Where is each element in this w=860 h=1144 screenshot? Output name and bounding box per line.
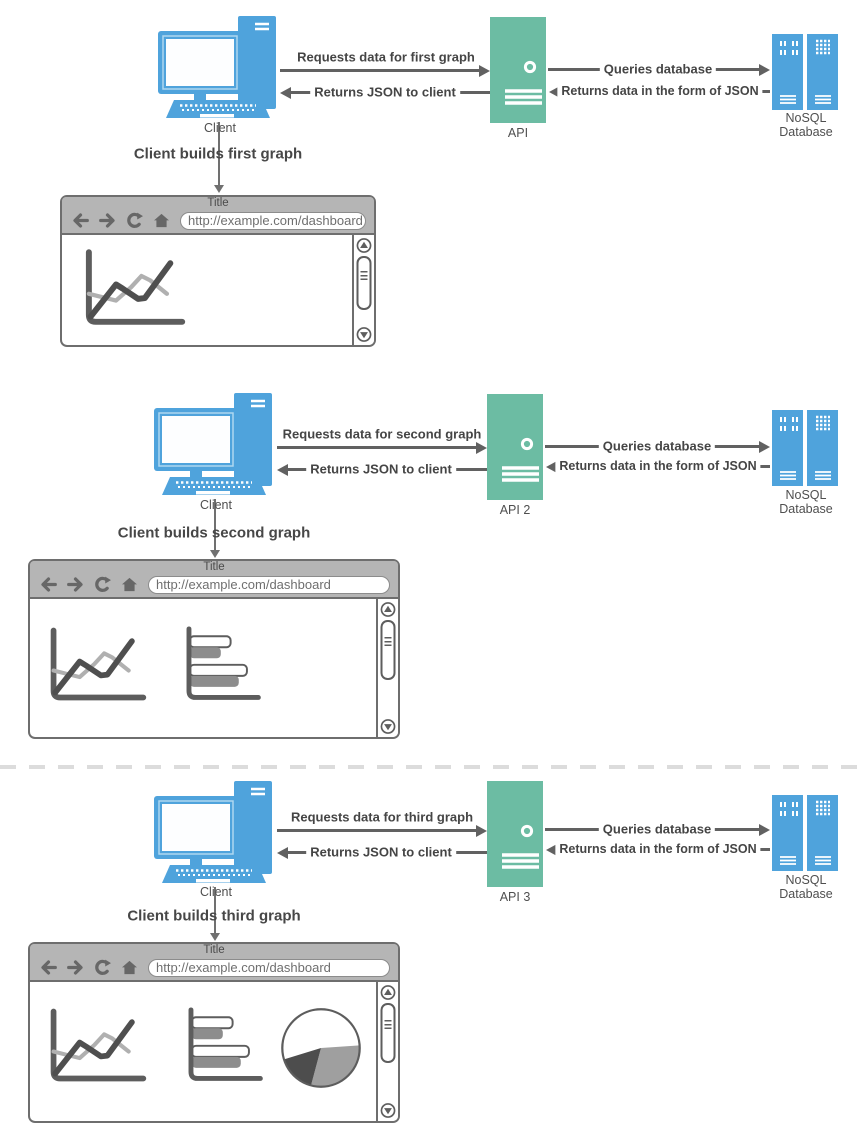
- line-chart: [42, 624, 150, 704]
- scroll-thumb[interactable]: [356, 256, 372, 310]
- pie-chart: [278, 1005, 364, 1091]
- db-return-arrow-label: Returns data in the form of JSON: [555, 459, 761, 473]
- api-label: API: [507, 126, 529, 140]
- return-arrow-label: Returns JSON to client: [310, 84, 460, 100]
- scrollbar[interactable]: [376, 599, 398, 737]
- browser-title: Title: [203, 944, 225, 956]
- url-bar[interactable]: http://example.com/dashboard: [180, 211, 366, 230]
- forward-icon[interactable]: [99, 212, 116, 229]
- build-graph-label: Client builds first graph: [133, 145, 303, 163]
- forward-icon[interactable]: [67, 959, 84, 976]
- scroll-grip: [384, 636, 392, 646]
- request-arrow-label: Requests data for second graph: [282, 426, 482, 442]
- browser-title: Title: [207, 197, 229, 209]
- database-label: NoSQL Database: [779, 111, 833, 139]
- scroll-up-icon[interactable]: [381, 602, 396, 617]
- scroll-up-icon[interactable]: [381, 985, 396, 1000]
- scroll-grip: [384, 1019, 392, 1029]
- client-to-browser-connector: [210, 499, 220, 558]
- api-label: API 3: [499, 890, 531, 904]
- return-arrow-label: Returns JSON to client: [306, 461, 456, 477]
- request-arrow-label: Requests data for first graph: [297, 49, 475, 65]
- api-server-icon: [487, 781, 543, 887]
- client-label: Client: [204, 121, 236, 135]
- request-arrow-label: Requests data for third graph: [290, 809, 474, 825]
- bar-chart: [179, 1005, 265, 1085]
- scroll-down-icon[interactable]: [357, 327, 372, 342]
- client-to-browser-connector: [210, 887, 220, 941]
- request-arrow: [277, 824, 487, 837]
- browser-window-1: Title http://example.com/dashboard: [60, 195, 376, 347]
- forward-icon[interactable]: [67, 576, 84, 593]
- scroll-grip: [360, 271, 368, 280]
- home-icon[interactable]: [121, 959, 138, 976]
- scroll-up-icon[interactable]: [357, 238, 372, 253]
- api-label: API 2: [499, 503, 531, 517]
- client-computer-icon: [154, 393, 280, 499]
- scroll-down-icon[interactable]: [381, 719, 396, 734]
- nosql-database-icon: [772, 410, 838, 486]
- home-icon[interactable]: [121, 576, 138, 593]
- browser-window-3: Title http://example.com/dashboard: [28, 942, 400, 1123]
- back-icon[interactable]: [40, 576, 57, 593]
- line-chart: [42, 1005, 150, 1085]
- client-computer-icon: [158, 16, 284, 122]
- scroll-down-icon[interactable]: [381, 1103, 396, 1118]
- line-chart: [77, 245, 189, 329]
- return-arrow-label: Returns JSON to client: [306, 844, 456, 860]
- scrollbar[interactable]: [352, 235, 374, 345]
- browser-content: [30, 982, 398, 1121]
- browser-content: [30, 599, 398, 737]
- refresh-icon[interactable]: [94, 959, 111, 976]
- client-to-browser-connector: [214, 122, 224, 193]
- scroll-thumb[interactable]: [380, 1003, 396, 1063]
- nosql-database-icon: [772, 795, 838, 871]
- request-arrow: [277, 441, 487, 454]
- scroll-thumb[interactable]: [380, 620, 396, 680]
- db-return-arrow-label: Returns data in the form of JSON: [555, 842, 761, 856]
- home-icon[interactable]: [153, 212, 170, 229]
- api-server-icon: [490, 17, 546, 123]
- build-graph-label: Client builds second graph: [117, 524, 311, 542]
- url-bar[interactable]: http://example.com/dashboard: [148, 575, 390, 594]
- request-arrow: [280, 64, 490, 77]
- database-label: NoSQL Database: [779, 488, 833, 516]
- query-arrow-label: Queries database: [598, 821, 716, 837]
- query-arrow-label: Queries database: [598, 438, 716, 454]
- url-bar[interactable]: http://example.com/dashboard: [148, 958, 390, 977]
- database-label: NoSQL Database: [779, 873, 833, 901]
- browser-content: [62, 235, 374, 345]
- browser-title: Title: [203, 561, 225, 573]
- browser-window-2: Title http://example.com/dashboard: [28, 559, 400, 739]
- browser-toolbar: Title http://example.com/dashboard: [30, 561, 398, 599]
- db-return-arrow-label: Returns data in the form of JSON: [557, 84, 763, 98]
- build-graph-label: Client builds third graph: [127, 907, 301, 925]
- browser-toolbar: Title http://example.com/dashboard: [62, 197, 374, 235]
- refresh-icon[interactable]: [94, 576, 111, 593]
- query-arrow-label: Queries database: [599, 61, 717, 77]
- section-divider: [0, 765, 860, 769]
- client-label: Client: [200, 498, 232, 512]
- browser-toolbar: Title http://example.com/dashboard: [30, 944, 398, 982]
- back-icon[interactable]: [40, 959, 57, 976]
- bar-chart: [177, 624, 263, 704]
- back-icon[interactable]: [72, 212, 89, 229]
- nosql-database-icon: [772, 34, 838, 110]
- refresh-icon[interactable]: [126, 212, 143, 229]
- client-label: Client: [200, 885, 232, 899]
- scrollbar[interactable]: [376, 982, 398, 1121]
- client-computer-icon: [154, 781, 280, 887]
- api-server-icon: [487, 394, 543, 500]
